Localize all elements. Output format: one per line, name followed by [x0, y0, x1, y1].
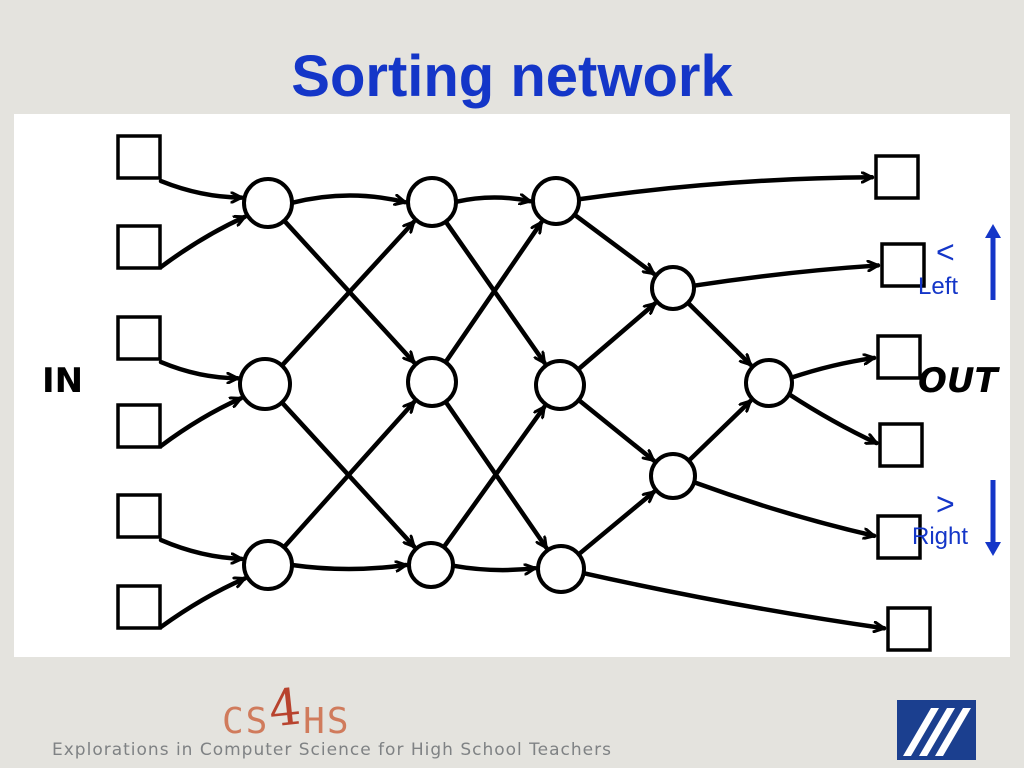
out-label: OUT	[918, 361, 998, 401]
edge-D2-E1	[686, 398, 753, 463]
input-edge-1	[158, 178, 244, 197]
network-canvas	[116, 134, 1001, 652]
input-box-4	[116, 403, 162, 449]
comparator-b3	[407, 541, 455, 589]
output-box-3	[876, 334, 922, 380]
less-arrowhead-icon	[985, 224, 1001, 238]
comparator-c2	[534, 359, 586, 411]
output-box-2	[880, 242, 926, 288]
edge-A1-B1	[289, 193, 408, 203]
logo-digit: 4	[266, 677, 307, 739]
edge-A2-B1	[279, 219, 416, 368]
output-edge-5	[691, 480, 877, 536]
left-label: Left	[918, 273, 959, 300]
edge-B2-C1	[443, 220, 544, 365]
comparator-nodes	[238, 176, 794, 594]
comparator-b1	[406, 176, 458, 228]
edge-C2-D2	[576, 397, 656, 463]
comparator-e1	[744, 358, 794, 408]
edge-B3-C2	[441, 404, 547, 550]
sorting-network-diagram: IN OUT < Left > Right	[14, 114, 1010, 657]
logo-suffix: HS	[303, 701, 351, 742]
edge-B1-C1	[453, 198, 533, 202]
input-box-3	[116, 315, 162, 361]
input-edge-6	[158, 576, 247, 630]
comparator-a2	[238, 357, 292, 411]
comparator-d2	[649, 452, 697, 500]
edge-C3-D2	[576, 489, 657, 557]
edge-A3-B2	[281, 399, 417, 550]
edge-D1-E1	[685, 300, 753, 367]
wire-terminals	[116, 134, 932, 652]
output-box-4	[878, 422, 924, 468]
edge-A3-B3	[289, 565, 409, 569]
comparator-a1	[242, 177, 294, 229]
comparator-b2	[406, 356, 458, 408]
input-edge-5	[158, 537, 244, 559]
comparator-d1	[650, 265, 696, 311]
comparator-a3	[242, 539, 294, 591]
output-edge-4	[786, 391, 879, 446]
in-label: IN	[42, 361, 84, 401]
output-edge-3	[789, 358, 877, 380]
footer-tagline: Explorations in Computer Science for Hig…	[52, 740, 612, 760]
output-box-5	[876, 514, 922, 560]
output-edge-2	[691, 265, 881, 288]
greater-arrowhead-icon	[985, 542, 1001, 556]
university-logo-icon	[897, 700, 976, 760]
input-box-6	[116, 584, 162, 630]
right-label: Right	[912, 523, 969, 550]
greater-symbol: >	[936, 486, 955, 522]
output-box-6	[886, 606, 932, 652]
edge-B3-C3	[450, 566, 538, 570]
output-box-1	[874, 154, 920, 200]
cs4hs-logo: CS4HS	[222, 677, 351, 742]
logo-prefix: CS	[222, 701, 270, 742]
university-logo-stripes-icon	[903, 708, 971, 756]
output-edge-1	[576, 177, 875, 202]
input-box-2	[116, 224, 162, 270]
input-box-1	[116, 134, 162, 180]
less-symbol: <	[936, 234, 955, 270]
input-edge-3	[158, 359, 240, 378]
input-box-5	[116, 493, 162, 539]
slide-title: Sorting network	[291, 44, 733, 109]
input-edge-2	[158, 214, 248, 270]
comparator-c3	[536, 544, 586, 594]
comparator-c1	[531, 176, 581, 226]
connection-edges	[158, 177, 887, 630]
edge-C2-D1	[575, 301, 658, 372]
input-edge-4	[158, 396, 244, 449]
output-edge-6	[581, 570, 887, 628]
edge-C1-D1	[572, 212, 656, 276]
